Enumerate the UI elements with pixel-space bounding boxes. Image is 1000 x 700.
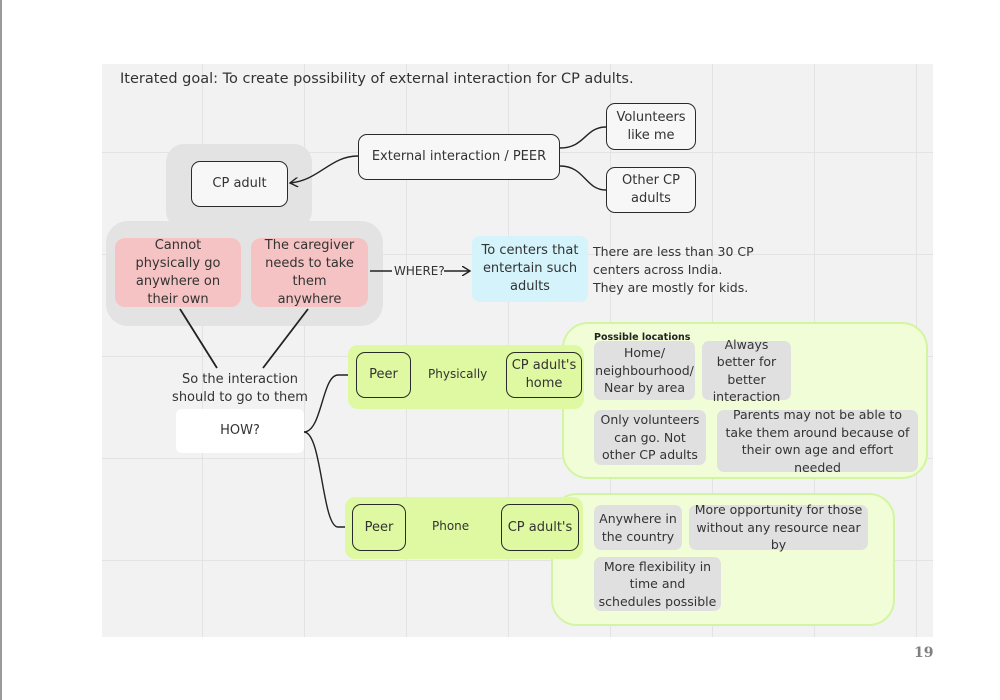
caregiver-needs-node[interactable]: The caregiver needs to take them anywher… <box>251 238 368 307</box>
centers-note-line-3: They are mostly for kids. <box>593 280 749 295</box>
note-home-neighbourhood: Home/ neighbourhood/ Near by area <box>594 341 695 400</box>
where-label: WHERE? <box>394 264 445 278</box>
cp-home-node[interactable]: CP adult's home <box>506 352 582 398</box>
so-interaction-text: So the interaction should to go to them <box>172 372 308 405</box>
diagram-title: Iterated goal: To create possibility of … <box>120 71 634 87</box>
how-to-phone-branch <box>303 431 352 528</box>
peer-physical-node[interactable]: Peer <box>356 352 411 398</box>
possible-locations-heading: Possible locations <box>594 332 691 343</box>
page-left-edge <box>0 0 2 700</box>
centers-note-line-1: There are less than 30 CP <box>593 244 754 259</box>
volunteers-node[interactable]: Volunteers like me <box>606 103 696 150</box>
note-anywhere-in-country: Anywhere in the country <box>594 505 682 550</box>
caregiver-to-so-line <box>262 308 309 369</box>
physically-label: Physically <box>428 367 488 381</box>
ext-to-other-cp-line <box>559 165 607 191</box>
cp-adults-node[interactable]: CP adult's <box>501 504 579 551</box>
centers-note-line-2: centers across India. <box>593 262 723 277</box>
ext-to-cp-adult-arrow <box>290 155 359 183</box>
external-interaction-node[interactable]: External interaction / PEER <box>358 134 560 180</box>
to-centers-node[interactable]: To centers that entertain such adults <box>472 236 588 302</box>
note-only-volunteers: Only volunteers can go. Not other CP adu… <box>594 410 706 465</box>
note-more-flexibility: More flexibility in time and schedules p… <box>594 557 721 611</box>
cannot-to-so-line <box>179 308 218 369</box>
centers-note: There are less than 30 CP centers across… <box>593 243 754 297</box>
page-number: 19 <box>914 645 934 661</box>
other-cp-adults-node[interactable]: Other CP adults <box>606 167 696 213</box>
phone-label: Phone <box>432 519 470 533</box>
how-to-physical-branch <box>303 374 356 433</box>
note-always-better: Always better for better interaction <box>702 337 791 404</box>
note-more-opportunity: More opportunity for those without any r… <box>689 502 868 552</box>
cannot-physically-node[interactable]: Cannot physically go anywhere on their o… <box>115 238 241 307</box>
note-parents-may-not: Parents may not be able to take them aro… <box>717 407 918 475</box>
ext-to-volunteers-line <box>559 126 607 149</box>
cp-adult-node[interactable]: CP adult <box>191 161 288 207</box>
peer-phone-node[interactable]: Peer <box>352 504 406 551</box>
how-node[interactable]: HOW? <box>176 409 304 453</box>
